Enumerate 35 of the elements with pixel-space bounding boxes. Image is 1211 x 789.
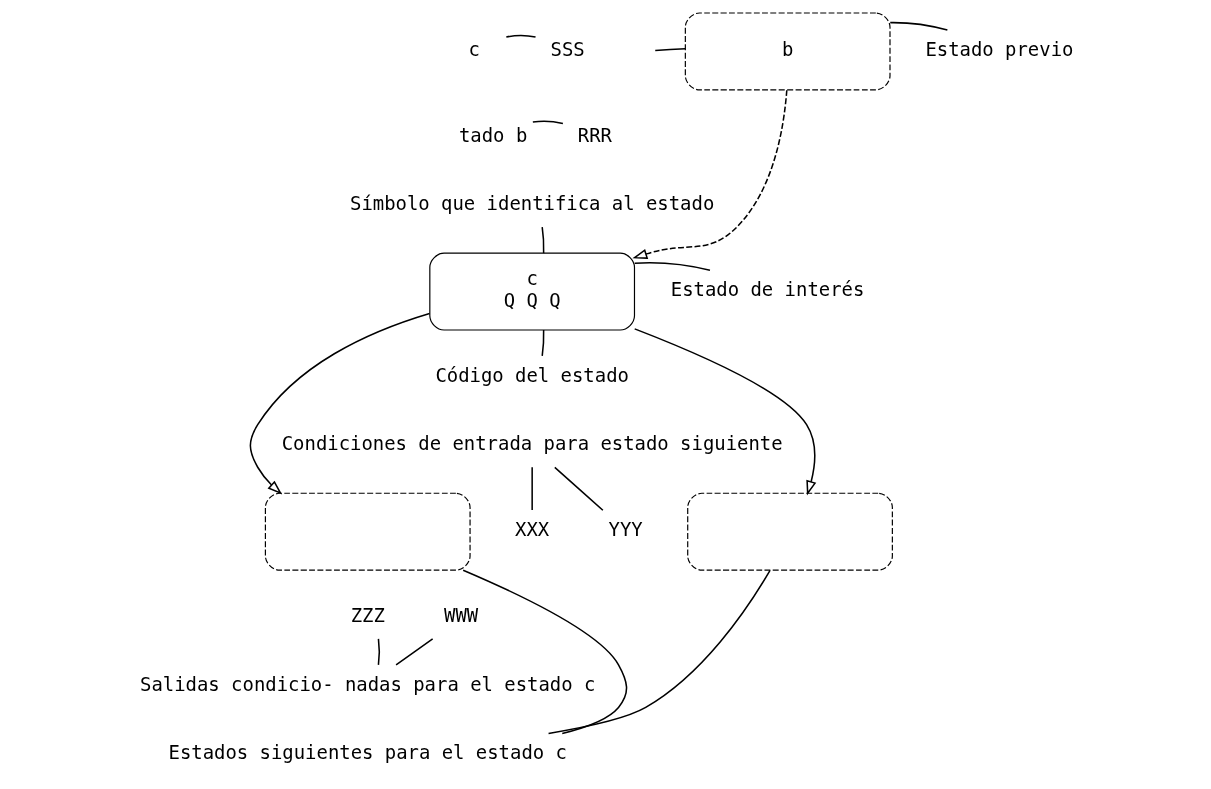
node-text: c <box>468 37 480 60</box>
connector <box>547 569 771 735</box>
connector <box>395 638 434 666</box>
node-box <box>687 492 893 571</box>
node-text: tado b <box>458 123 528 146</box>
connector <box>505 34 537 38</box>
node-text: ZZZ <box>350 603 385 626</box>
node-text: Código del estado <box>435 363 629 386</box>
connector <box>633 262 711 272</box>
connector <box>377 638 381 666</box>
node-text: WWW <box>444 603 479 626</box>
node-text: XXX <box>515 518 550 541</box>
node-text: Símbolo que identifica al estado <box>350 192 715 215</box>
connector <box>462 569 628 735</box>
node-text: SSS <box>550 37 585 60</box>
connector <box>532 120 564 125</box>
node-text: YYY <box>608 518 643 541</box>
connector <box>654 48 686 52</box>
node-text: Condiciones de entrada para estado siguiente <box>281 432 783 455</box>
arrow <box>633 328 817 496</box>
connector <box>531 466 533 511</box>
connector <box>541 329 545 357</box>
node-text: Salidas condicio- nadas para el estado c <box>140 672 596 695</box>
node-text: Estado de interés <box>670 278 865 301</box>
arrow <box>249 312 431 495</box>
node-box: c Q Q Q <box>429 252 636 331</box>
arrow <box>632 89 788 259</box>
connector <box>889 21 949 31</box>
connector <box>541 226 545 254</box>
node-text: RRR <box>577 123 612 146</box>
node-text: Estado previo <box>925 37 1074 60</box>
node-box: b <box>684 12 891 91</box>
node-box <box>264 492 471 571</box>
connector <box>554 466 604 511</box>
node-text: Estados siguientes para el estado c <box>168 741 567 764</box>
